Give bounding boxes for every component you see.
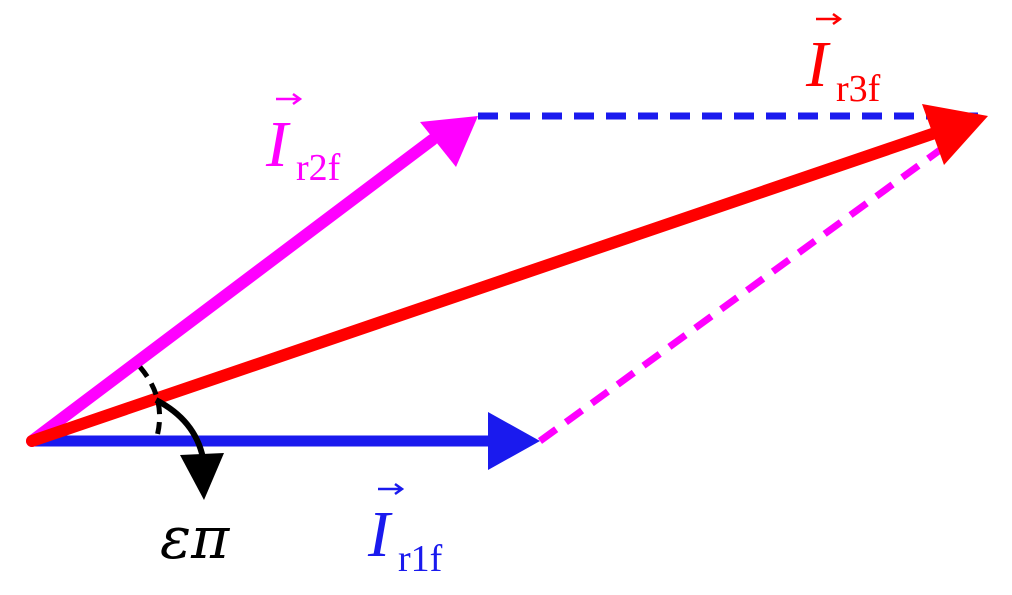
i-r3f-vector-arrow-icon xyxy=(816,12,843,26)
i-r2f-vector xyxy=(26,116,478,447)
i-r2f-label: I r2f xyxy=(265,92,341,189)
i-r3f-label: I r3f xyxy=(805,12,881,110)
i-r3f-symbol: I xyxy=(805,28,831,101)
angle-solid-arc xyxy=(154,397,206,459)
angle-dashed-arc xyxy=(138,365,163,441)
i-r3f-shaft xyxy=(26,127,941,447)
i-r2f-symbol: I xyxy=(265,108,291,181)
i-r2f-vector-arrow-icon xyxy=(276,92,303,106)
i-r3f-arrowhead xyxy=(922,104,988,165)
i-r1f-vector-arrow-icon xyxy=(378,482,405,496)
i-r1f-vector xyxy=(26,412,540,470)
i-r3f-vector xyxy=(26,104,988,447)
i-r1f-symbol: I xyxy=(367,498,393,571)
angle-arrowhead xyxy=(180,453,224,500)
i-r1f-label: I r1f xyxy=(367,482,443,580)
i-r3f-subscript: r3f xyxy=(836,68,881,110)
i-r2f-arrowhead xyxy=(420,116,478,167)
i-r1f-arrowhead xyxy=(488,412,540,470)
angle-label: επ xyxy=(160,504,230,572)
i-r1f-subscript: r1f xyxy=(398,538,443,580)
i-r2f-dashed-parallel xyxy=(537,147,943,444)
i-r2f-subscript: r2f xyxy=(296,147,341,189)
i-r2f-shaft xyxy=(26,134,438,447)
